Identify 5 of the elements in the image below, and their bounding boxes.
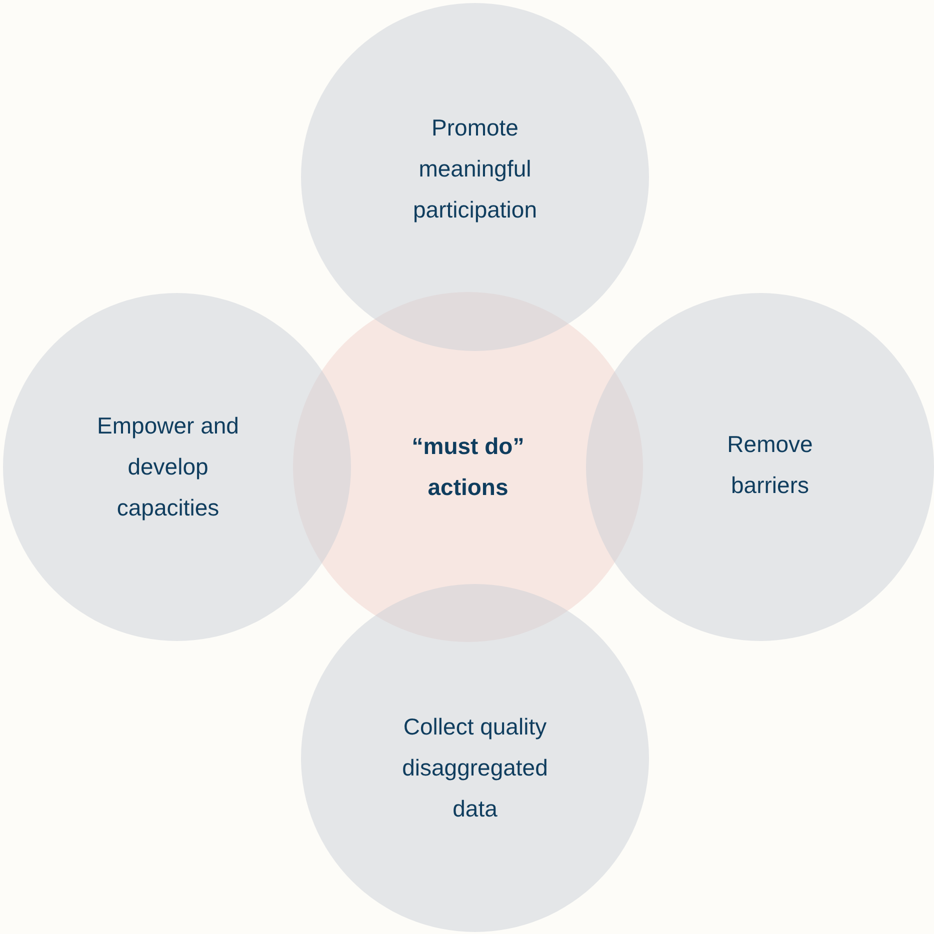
circle-label: Empower and develop capacities <box>96 412 240 522</box>
circle-label: Collect quality disaggregated data <box>401 712 549 824</box>
circle-label: Remove barriers <box>726 430 814 500</box>
circle-label: Promote meaningful participation <box>412 114 538 224</box>
circle-label: “must do” actions <box>410 432 526 502</box>
